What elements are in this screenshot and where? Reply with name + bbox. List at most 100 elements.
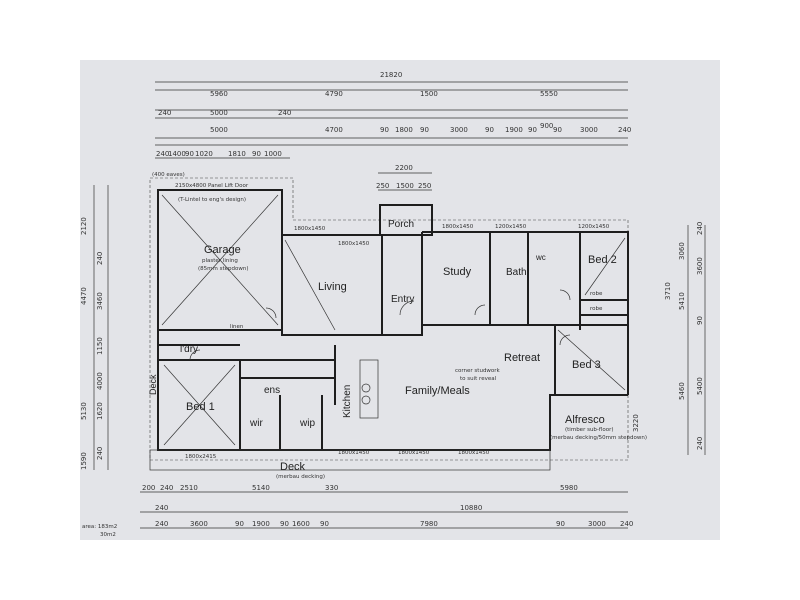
dim-label: 240	[96, 447, 104, 460]
dim-label: 240	[158, 109, 171, 117]
window-size-label: 1800x1450	[338, 450, 370, 456]
room-wir: wir	[249, 418, 263, 429]
dim-label: 5000	[210, 109, 228, 117]
dim-label: 3460	[96, 292, 104, 310]
dim-label: 1150	[96, 337, 104, 355]
dim-label: 10880	[460, 504, 482, 512]
dim-label: 4700	[325, 126, 343, 134]
floor-plan-drawing: 21820 5960 4790 1500 5550 240 5000 240 5…	[80, 71, 706, 538]
dim-label: 5460	[678, 382, 686, 400]
window-labels: 1800x1450 1800x1450 1800x1450 1200x1450 …	[185, 224, 610, 460]
internal-walls	[158, 232, 628, 450]
dim-label: 90	[252, 150, 261, 158]
window-size-label: 1800x1450	[442, 224, 474, 230]
dim-label: 2510	[180, 484, 198, 492]
room-ens: ens	[264, 385, 280, 396]
deck-outline	[149, 449, 551, 471]
dim-label: 5980	[560, 484, 578, 492]
lintel-note: (T-Lintel to eng's design)	[178, 197, 246, 203]
robe-label: robe	[590, 306, 603, 312]
eaves-note: (400 eaves)	[152, 172, 185, 178]
dim-label: 90	[380, 126, 389, 134]
dim-label: 4000	[96, 372, 104, 390]
room-bed1: Bed 1	[186, 401, 215, 413]
dim-label: 1500	[396, 182, 414, 190]
dim-label: 1900	[505, 126, 523, 134]
deck-note: (merbau decking)	[276, 474, 325, 480]
dim-label: 5000	[210, 126, 228, 134]
dim-label: 1810	[228, 150, 246, 158]
dim-label: 90	[235, 520, 244, 528]
dim-label: 4470	[80, 287, 88, 305]
dim-label: 240	[696, 437, 704, 450]
garage-note: (85mm stepdown)	[198, 266, 249, 272]
dim-label: 5400	[696, 377, 704, 395]
window-size-label: 1800x1450	[338, 241, 370, 247]
dim-label: 3000	[588, 520, 606, 528]
dim-label: 5130	[80, 402, 88, 420]
robe-label: robe	[590, 291, 603, 297]
dim-label: 1000	[264, 150, 282, 158]
dim-label: 200	[142, 484, 155, 492]
room-labels: Garage plaster lining (85mm stepdown) 21…	[148, 172, 647, 480]
dim-label: 90	[420, 126, 429, 134]
linen-label: linen	[230, 324, 244, 330]
bottom-dimensions: 200 240 2510 5140 330 5980 240 10880 240…	[82, 484, 633, 538]
floor-plan-sheet: 21820 5960 4790 1500 5550 240 5000 240 5…	[80, 60, 720, 540]
dim-label: 1900	[252, 520, 270, 528]
dim-label: 5410	[678, 292, 686, 310]
area-note: area: 183m2	[82, 524, 117, 530]
corner-stud-note: corner studwork	[455, 368, 501, 374]
left-dimensions: 2120 4470 240 3460 1150 4000 1620 5130 1…	[80, 185, 109, 470]
dim-label: 3710	[664, 282, 672, 300]
dim-label: 1590	[80, 452, 88, 470]
overall-width-label: 21820	[380, 71, 402, 79]
dim-label: 90	[553, 126, 562, 134]
top-dimensions: 21820 5960 4790 1500 5550 240 5000 240 5…	[155, 71, 631, 191]
window-size-label: 1800x1450	[398, 450, 430, 456]
area-note: 30m2	[100, 532, 116, 538]
dim-label: 3220	[632, 414, 640, 432]
dim-label: 250	[418, 182, 431, 190]
room-entry: Entry	[391, 294, 414, 305]
room-alfresco: Alfresco	[565, 414, 605, 426]
room-bed3: Bed 3	[572, 359, 601, 371]
window-size-label: 1800x2415	[185, 454, 217, 460]
window-size-label: 1800x1450	[458, 450, 490, 456]
room-living: Living	[318, 281, 347, 293]
dim-label: 90	[696, 316, 704, 325]
dim-label: 3600	[190, 520, 208, 528]
garage-note: plaster lining	[202, 258, 238, 264]
dim-label: 3600	[696, 257, 704, 275]
alfresco-note: (timber sub-floor)	[565, 427, 614, 433]
dim-label: 900	[540, 122, 553, 130]
room-deck-bottom: Deck	[280, 461, 306, 473]
dim-label: 250	[376, 182, 389, 190]
dim-label: 4790	[325, 90, 343, 98]
room-porch: Porch	[388, 219, 414, 230]
dim-label: 3000	[580, 126, 598, 134]
dim-label: 2200	[395, 164, 413, 172]
dim-label: 1020	[195, 150, 213, 158]
room-wip: wip	[299, 418, 315, 429]
dim-label: 1800	[395, 126, 413, 134]
window-size-label: 1800x1450	[294, 226, 326, 232]
dim-label: 240	[696, 222, 704, 235]
dim-label: 240	[155, 504, 168, 512]
dim-label: 90	[556, 520, 565, 528]
window-size-label: 1200x1450	[495, 224, 527, 230]
dim-label: 90	[280, 520, 289, 528]
alfresco-note: (merbau decking/50mm stepdown)	[550, 435, 647, 441]
dim-label: 1400	[168, 150, 186, 158]
dim-label: 240	[156, 150, 169, 158]
dim-label: 1620	[96, 402, 104, 420]
dim-label: 240	[160, 484, 173, 492]
window-size-label: 1200x1450	[578, 224, 610, 230]
dim-label: 90	[485, 126, 494, 134]
dim-label: 5140	[252, 484, 270, 492]
dim-label: 240	[155, 520, 168, 528]
dim-label: 90	[185, 150, 194, 158]
room-wc: wc	[535, 253, 546, 262]
right-dimensions: 3060 240 3600 5410 90 3710 5460 5400 240…	[632, 222, 706, 455]
room-bath: Bath	[506, 267, 527, 278]
